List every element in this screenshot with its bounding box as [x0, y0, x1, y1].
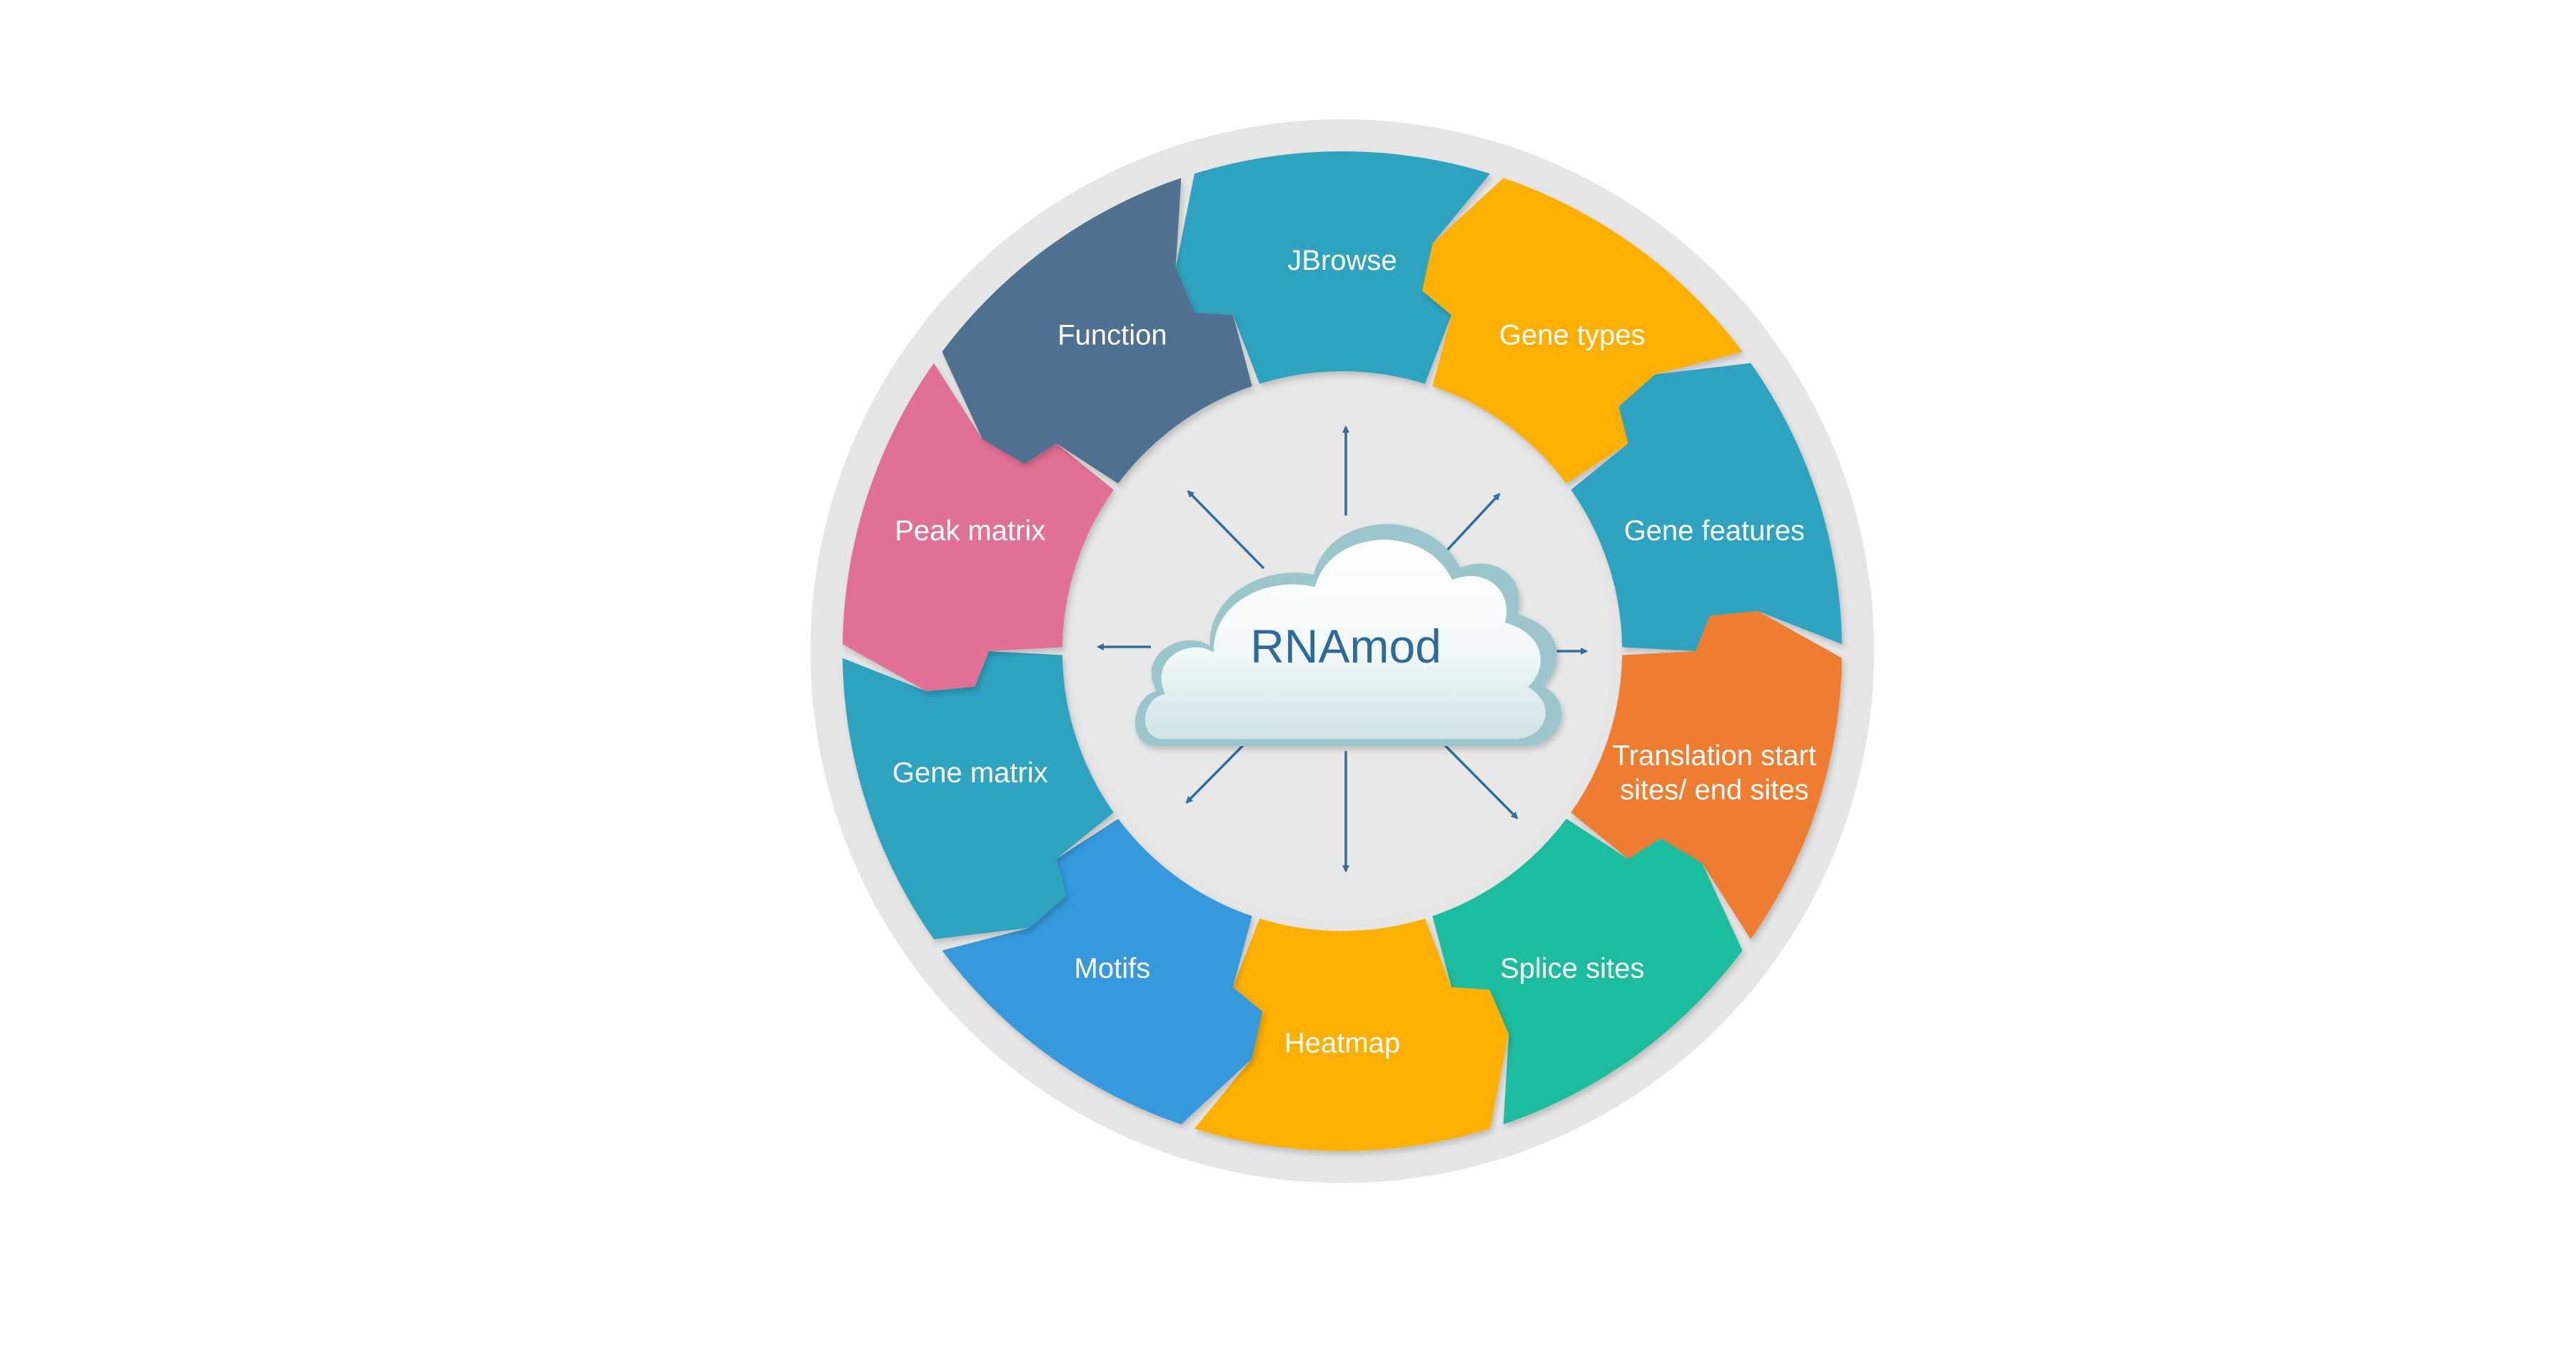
segment-shape-gene-matrix	[842, 651, 1114, 940]
segment-shape-gene-types	[1422, 178, 1743, 484]
segment-label-peak-matrix: Peak matrix	[895, 515, 1045, 547]
segment-label-function: Function	[1057, 320, 1167, 351]
segment-splice-sites: Splice sites	[1432, 818, 1743, 1125]
segment-shape-splice-sites	[1432, 818, 1743, 1125]
segment-label-gene-matrix: Gene matrix	[892, 757, 1048, 788]
arrows-layer	[1097, 426, 1588, 872]
segment-gene-matrix: Gene matrix	[842, 651, 1114, 940]
segment-jbrowse: JBrowse	[1175, 151, 1490, 384]
segment-label-line: Gene features	[1624, 515, 1805, 547]
segment-motifs: Motifs	[942, 818, 1263, 1125]
segment-label-line: sites/ end sites	[1620, 774, 1809, 805]
segment-shape-peak-matrix	[842, 363, 1114, 692]
cloud-icon	[1134, 524, 1562, 746]
arrow-down-right	[1441, 741, 1519, 820]
center-label: RNAmod	[1250, 620, 1442, 673]
segment-label-line: Heatmap	[1284, 1027, 1400, 1059]
segment-label-line: Gene matrix	[892, 757, 1048, 788]
cloud-body	[1144, 539, 1546, 739]
arrow-up-left	[1187, 490, 1265, 570]
segment-shape-translation-sites	[1571, 610, 1842, 940]
segment-label-jbrowse: JBrowse	[1287, 245, 1397, 276]
segment-label-line: Function	[1057, 320, 1167, 351]
segment-shape-motifs	[942, 818, 1263, 1125]
segment-label-line: JBrowse	[1287, 245, 1397, 276]
arrow-down-left	[1185, 741, 1247, 804]
segment-function: Function	[942, 178, 1252, 484]
segment-label-line: Translation start	[1613, 740, 1816, 771]
segment-shape-heatmap	[1194, 918, 1509, 1152]
segment-label-line: Gene types	[1499, 320, 1646, 351]
segment-gene-features: Gene features	[1571, 363, 1842, 651]
segment-peak-matrix: Peak matrix	[842, 363, 1114, 692]
segment-label-motifs: Motifs	[1075, 952, 1151, 984]
segment-label-line: Peak matrix	[895, 515, 1045, 547]
segment-gene-types: Gene types	[1422, 178, 1743, 484]
segment-heatmap: Heatmap	[1194, 918, 1509, 1152]
segment-label-heatmap: Heatmap	[1284, 1027, 1400, 1059]
segment-label-gene-features: Gene features	[1624, 515, 1805, 547]
segment-label-line: Splice sites	[1500, 952, 1644, 984]
segment-label-line: Motifs	[1075, 952, 1151, 984]
segment-shape-jbrowse	[1175, 151, 1490, 384]
segment-label-gene-types: Gene types	[1499, 320, 1646, 351]
segment-shape-gene-features	[1571, 363, 1842, 651]
segment-label-splice-sites: Splice sites	[1500, 952, 1644, 984]
arrow-up-right	[1441, 493, 1501, 557]
segment-shape-function	[942, 178, 1252, 484]
